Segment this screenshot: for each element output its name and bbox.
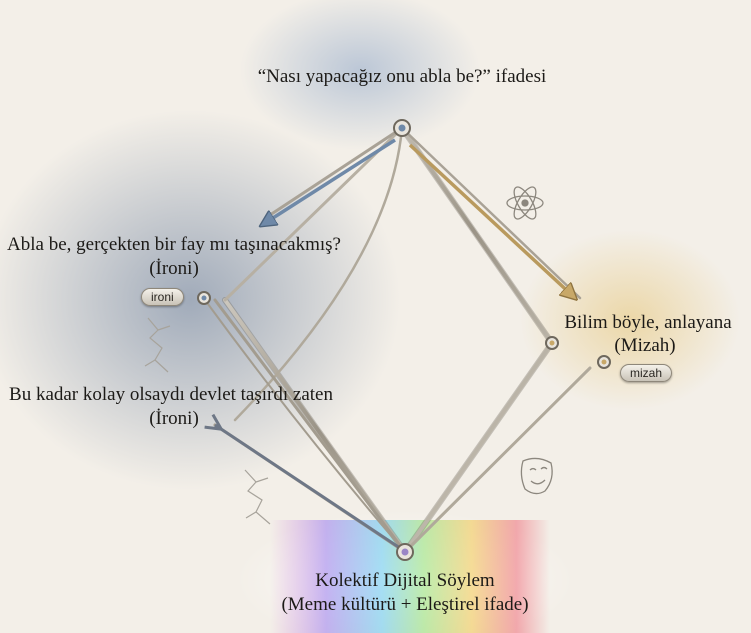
node-top-label: “Nası yapacağız onu abla be?” ifadesi [257,66,547,87]
node-joint-ironi [197,291,211,305]
node-joint-mizah [597,355,611,369]
node-left-lower-label: Bu kadar kolay olsaydı devlet taşırdı za… [9,384,333,405]
crack-icon [144,317,271,525]
node-joint-top [393,119,411,137]
atom-icon [506,186,544,220]
glow-top [240,0,480,150]
node-left-upper-label: Abla be, gerçekten bir fay mı taşınacakm… [7,234,341,255]
glow-bottom-spectrum [270,520,550,633]
tag-ironi: ironi [141,288,184,306]
node-bottom-label: Kolektif Dijital Söylem [315,570,495,591]
tag-mizah: mizah [620,364,673,382]
node-right-label: Bilim böyle, anlayana [564,312,732,333]
node-joint-right [545,336,559,350]
glow-right [520,230,740,410]
diamond-frame [204,125,592,558]
arrow-bottom-to-left-lower [215,425,401,550]
arrow-top-to-right [408,143,575,298]
node-left-upper-sub: (İroni) [149,258,199,279]
node-bottom-sub: (Meme kültürü + Eleştirel ifade) [281,594,529,615]
arrow-top-to-left-upper [262,138,396,225]
node-joint-bottom [396,543,414,561]
node-right-sub: (Mizah) [614,335,676,356]
face-icon [520,457,553,495]
node-left-lower-sub: (İroni) [149,408,199,429]
